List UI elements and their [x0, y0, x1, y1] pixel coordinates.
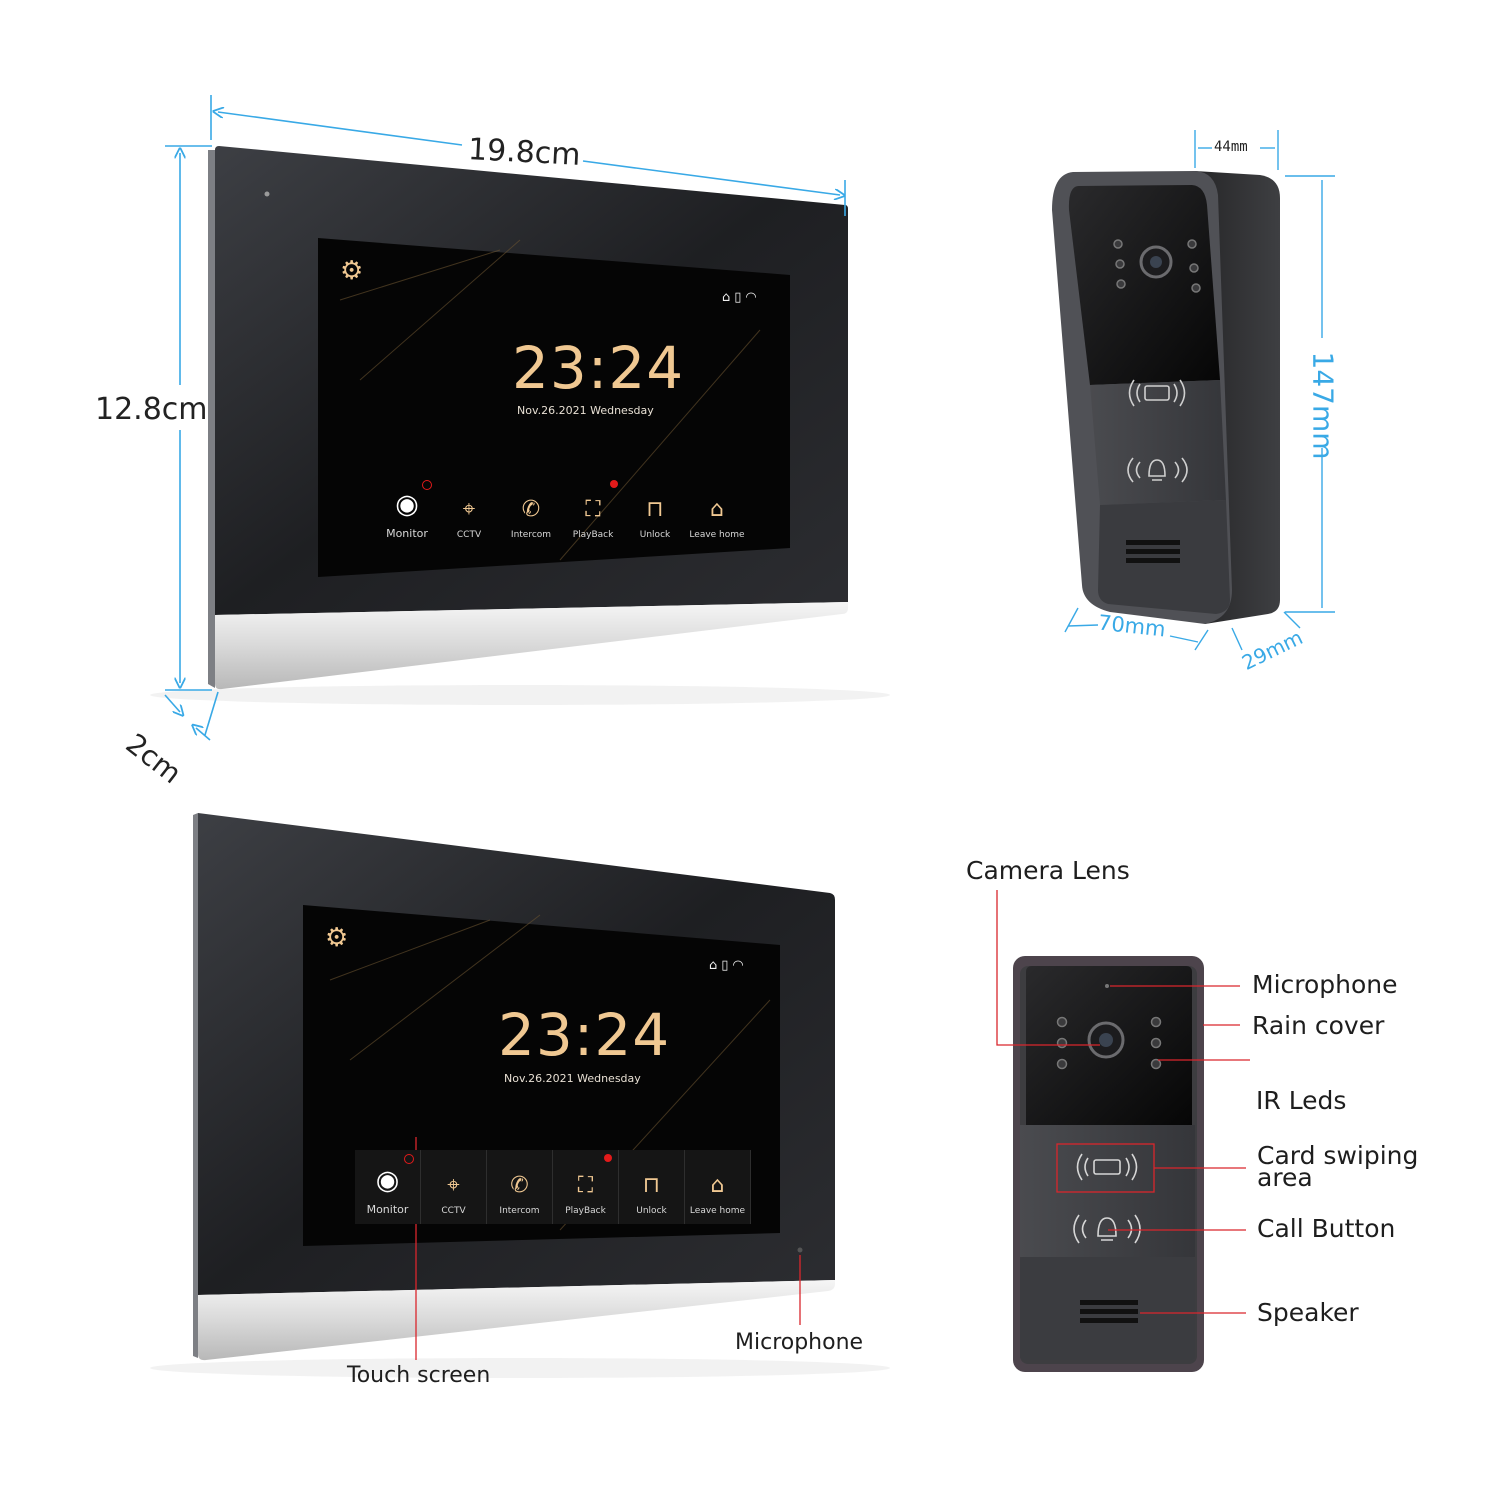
menu-item-cctv[interactable]: ⌖ CCTV [438, 476, 500, 548]
menu-item-label: CCTV [441, 1206, 466, 1216]
menu-item-intercom[interactable]: ✆ Intercom [500, 476, 562, 548]
clock-time: 23:24 [498, 1001, 671, 1069]
clock-time: 23:24 [512, 334, 685, 402]
speaker-label: Speaker [1257, 1298, 1359, 1327]
menu-item-label: CCTV [456, 530, 482, 540]
phone-icon: ✆ [521, 497, 541, 522]
monitor-width-label: 19.8cm [467, 132, 582, 173]
menu-item-label: PlayBack [572, 530, 614, 540]
home-menu: ◉ Monitor ⌖ CCTV ✆ Intercom ⛶ PlayBack ⊓… [376, 476, 748, 548]
door-top-speaker-panel [1098, 500, 1230, 614]
menu-item-leave-home[interactable]: ⌂ Leave home [685, 1150, 751, 1224]
clock-date: Nov.26.2021 Wednesday [517, 404, 654, 417]
card-swiping-label: Card swiping area [1257, 1141, 1419, 1192]
touch-screen-label: Touch screen [347, 1363, 491, 1388]
clock-date: Nov.26.2021 Wednesday [504, 1072, 641, 1085]
microphone-label: Microphone [1252, 970, 1398, 999]
cctv-camera-icon: ⌖ [462, 497, 476, 522]
playback-icon: ⛶ [577, 1173, 594, 1198]
menu-item-label: Monitor [386, 527, 428, 540]
playback-badge [604, 1154, 612, 1162]
camera-lens-label: Camera Lens [966, 856, 1130, 885]
menu-item-unlock[interactable]: ⊓ Unlock [624, 476, 686, 548]
phone-icon: ✆ [510, 1173, 529, 1198]
card-swiping-label-line1: Card swiping [1257, 1141, 1419, 1170]
call-button-label: Call Button [1257, 1214, 1396, 1243]
menu-item-label: Leave home [689, 530, 745, 540]
settings-gear-icon[interactable]: ⚙ [340, 256, 364, 286]
door-station-bottom [1013, 956, 1204, 1372]
menu-item-playback[interactable]: ⛶ PlayBack [562, 476, 624, 548]
home-menu: ◉ Monitor ⌖ CCTV ✆ Intercom ⛶ PlayBack ⊓… [355, 1150, 751, 1224]
monitor-top-edge [208, 150, 215, 688]
eye-icon: ◉ [395, 489, 419, 520]
monitor-bottom-mic-hole [797, 1247, 803, 1253]
playback-badge [610, 480, 618, 488]
monitor-top [150, 146, 890, 705]
rain-cover-label: Rain cover [1252, 1011, 1385, 1040]
playback-icon: ⛶ [585, 497, 601, 522]
unlock-door-icon: ⊓ [646, 497, 664, 522]
menu-item-label: Unlock [636, 1206, 667, 1216]
eye-icon: ◉ [375, 1165, 400, 1196]
door-dimension-lines [1064, 130, 1335, 651]
monitor-height-label: 12.8cm [95, 392, 208, 427]
home-icon: ⌂ [710, 497, 724, 522]
home-icon: ⌂ [710, 1173, 725, 1198]
door-top-card-panel [1090, 380, 1226, 505]
card-swiping-label-line2: area [1257, 1163, 1313, 1192]
menu-item-label: Intercom [510, 530, 552, 540]
callout-lines [415, 890, 1250, 1360]
ir-leds-label: IR Leds [1256, 1086, 1347, 1115]
menu-item-cctv[interactable]: ⌖ CCTV [421, 1150, 487, 1224]
door-station-top [1052, 171, 1280, 624]
status-icons: ⌂▯◠ [709, 958, 748, 973]
monitor-top-silver-strip [215, 602, 848, 690]
unlock-door-icon: ⊓ [642, 1173, 661, 1198]
monitor-dimension-lines [164, 95, 845, 741]
menu-item-label: Intercom [499, 1206, 540, 1216]
monitor-badge [404, 1154, 414, 1164]
monitor-bottom-silver-strip [198, 1280, 835, 1361]
monitor-top-screen [318, 238, 790, 577]
menu-item-leave-home[interactable]: ⌂ Leave home [686, 476, 748, 548]
door-top-glass [1068, 185, 1220, 385]
monitor-top-mic-hole [264, 191, 270, 197]
door-bottom-mic-hole [1105, 984, 1109, 988]
menu-item-unlock[interactable]: ⊓ Unlock [619, 1150, 685, 1224]
monitor-bottom [150, 813, 890, 1378]
menu-item-label: Monitor [366, 1203, 409, 1216]
monitor-badge [422, 480, 432, 490]
door-bottom-card-panel [1020, 1125, 1195, 1257]
menu-item-label: Unlock [639, 530, 671, 540]
menu-item-playback[interactable]: ⛶ PlayBack [553, 1150, 619, 1224]
cctv-camera-icon: ⌖ [447, 1173, 460, 1198]
menu-item-label: Leave home [689, 1206, 746, 1216]
menu-item-intercom[interactable]: ✆ Intercom [487, 1150, 553, 1224]
door-height-label: 147mm [1306, 351, 1340, 460]
monitor-microphone-label: Microphone [735, 1330, 864, 1355]
settings-gear-icon[interactable]: ⚙ [325, 923, 349, 953]
menu-item-label: PlayBack [565, 1206, 606, 1216]
door-top-width-label: 44mm [1214, 139, 1248, 155]
door-bottom-speaker-panel [1020, 1257, 1195, 1360]
menu-item-monitor[interactable]: ◉ Monitor [376, 476, 438, 548]
status-icons: ⌂▯◠ [722, 290, 761, 305]
menu-item-monitor[interactable]: ◉ Monitor [355, 1150, 421, 1224]
